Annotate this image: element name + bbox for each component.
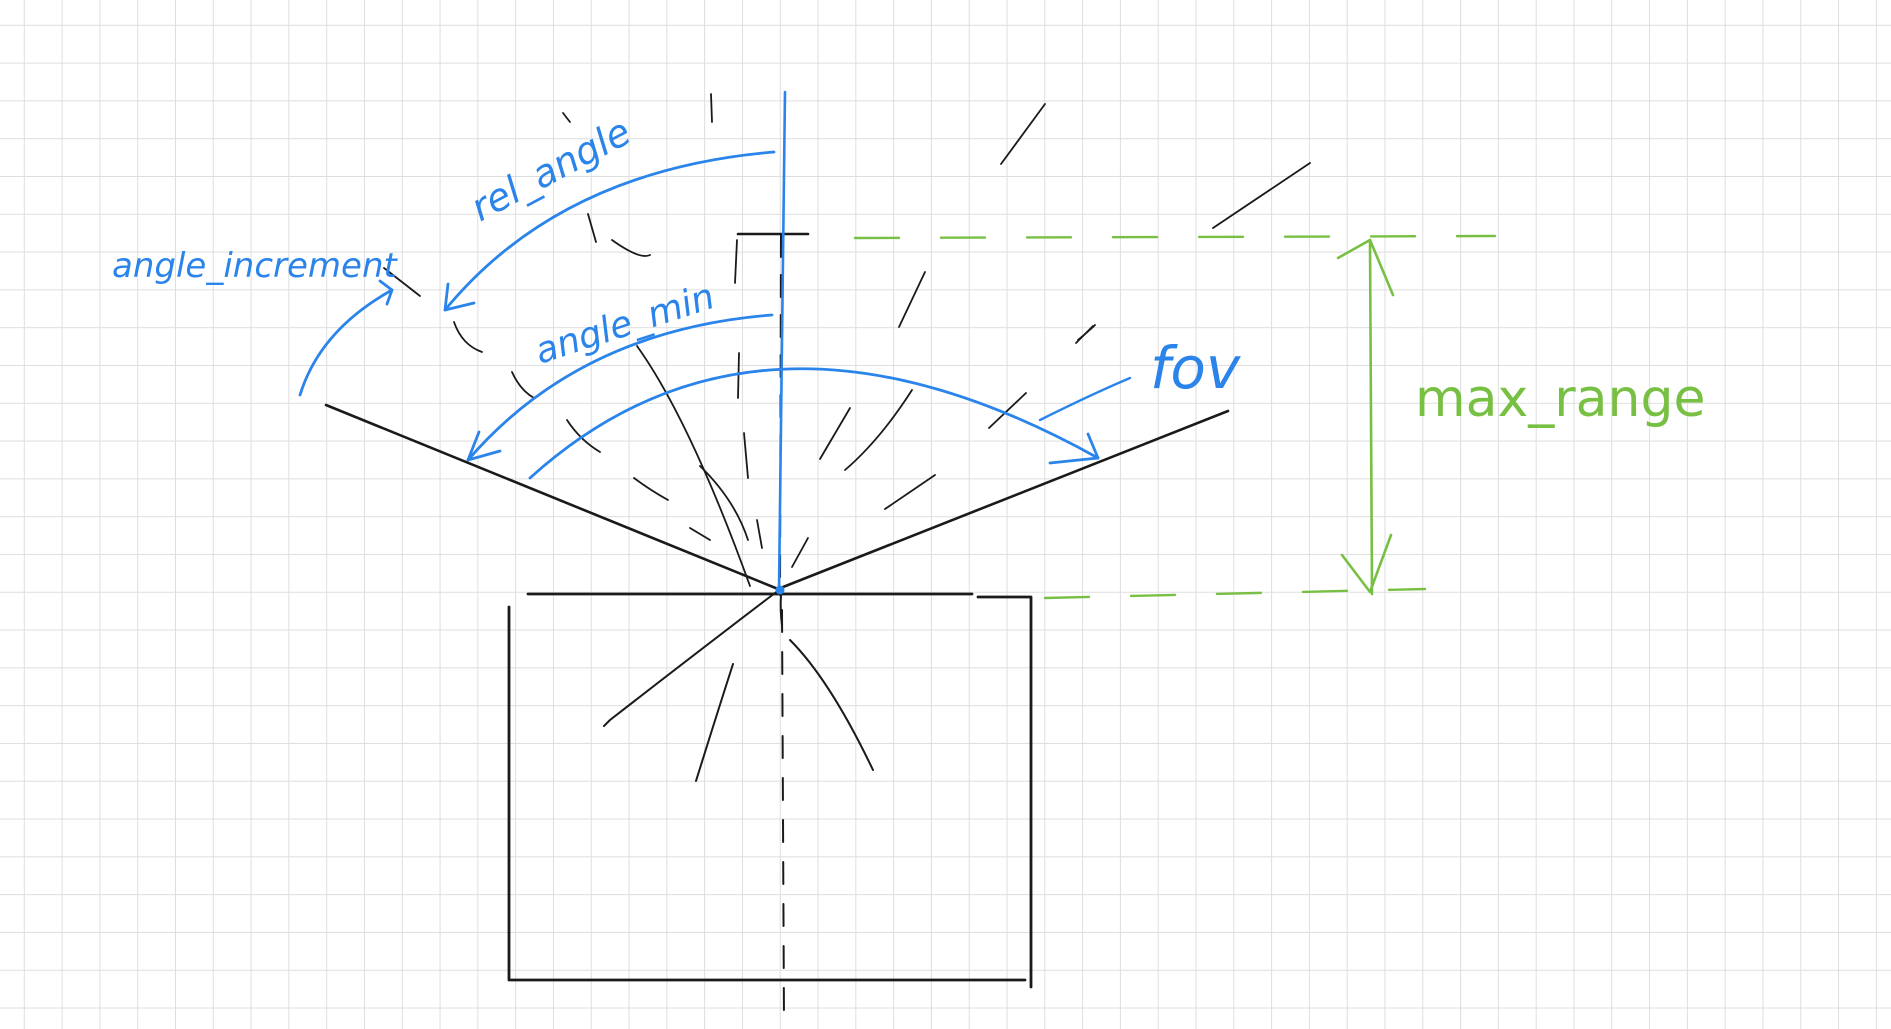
angle-increment-arc-path (298, 288, 394, 397)
ray-stroke (1212, 162, 1311, 229)
ray-stroke (1077, 324, 1096, 341)
ray-stroke (779, 594, 783, 626)
ray-stroke (791, 537, 809, 568)
ray-stroke (562, 112, 571, 123)
angle-increment-label: angle_increment (112, 246, 399, 286)
scan-origin-dot (775, 585, 785, 595)
ray-stroke (756, 519, 763, 549)
ray-stroke (988, 392, 1027, 429)
max-range-label: max_range (1415, 369, 1706, 429)
ray-stroke (789, 639, 874, 771)
angle-min-label: angle_min (530, 276, 719, 372)
rel-angle-arrowhead (443, 282, 476, 312)
fov-arc (528, 367, 1132, 480)
angle-min-arc (466, 313, 774, 462)
center-axis-dashed (736, 232, 810, 1025)
angle-increment-ray (383, 267, 421, 297)
max-range-bottom-arrowhead (1340, 533, 1393, 594)
max-range-guides (853, 234, 1497, 600)
ray-stroke (1000, 103, 1046, 165)
fov-arrowhead (1048, 432, 1100, 465)
fov-arc-path (528, 367, 1100, 480)
ray-stroke (611, 239, 651, 257)
ray-stroke (695, 663, 734, 782)
angle-min-arrowhead (466, 430, 502, 462)
angle-increment-arc (298, 267, 421, 397)
robot-body (507, 592, 1033, 989)
ray-stroke (734, 239, 738, 284)
ray-stroke (689, 527, 711, 541)
ray-stroke (884, 474, 936, 510)
ray-stroke (819, 407, 851, 460)
robot-right-edge (976, 595, 1033, 989)
max-range-bottom-guide (1043, 587, 1427, 600)
ray-stroke (633, 477, 669, 501)
ray-stroke (844, 389, 913, 471)
fov-left-boundary (324, 403, 780, 591)
ray-stroke (699, 465, 749, 541)
ray-stroke (710, 93, 713, 123)
fov-right-boundary (776, 409, 1230, 591)
max-range-top-arrowhead (1336, 238, 1395, 297)
ray-stroke (743, 432, 749, 479)
robot-left-bottom-edge (507, 605, 1027, 982)
rel-angle-label: rel_angle (464, 109, 638, 230)
scan-rays (453, 93, 1311, 587)
ray-stroke (898, 271, 926, 328)
center-axis-lower (781, 609, 785, 1025)
fov-leader-line (1038, 376, 1132, 422)
max-range-top-guide (853, 234, 1497, 240)
fov-label: fov (1150, 334, 1242, 402)
ray-stroke (511, 371, 535, 399)
fov-boundaries (324, 403, 1230, 591)
inner-rays (603, 589, 874, 782)
ray-stroke (737, 352, 740, 399)
ray-stroke (587, 213, 597, 243)
ray-stroke (453, 321, 483, 353)
angle-increment-arrowhead (378, 279, 394, 306)
rel-angle-arc-path (443, 150, 776, 312)
heading-line (777, 90, 787, 592)
rel-angle-arc (443, 150, 776, 312)
ray-stroke (603, 589, 780, 727)
ray-stroke (636, 345, 751, 587)
max-range-dimension-line (1368, 238, 1374, 596)
angle-min-arc-path (466, 313, 774, 462)
